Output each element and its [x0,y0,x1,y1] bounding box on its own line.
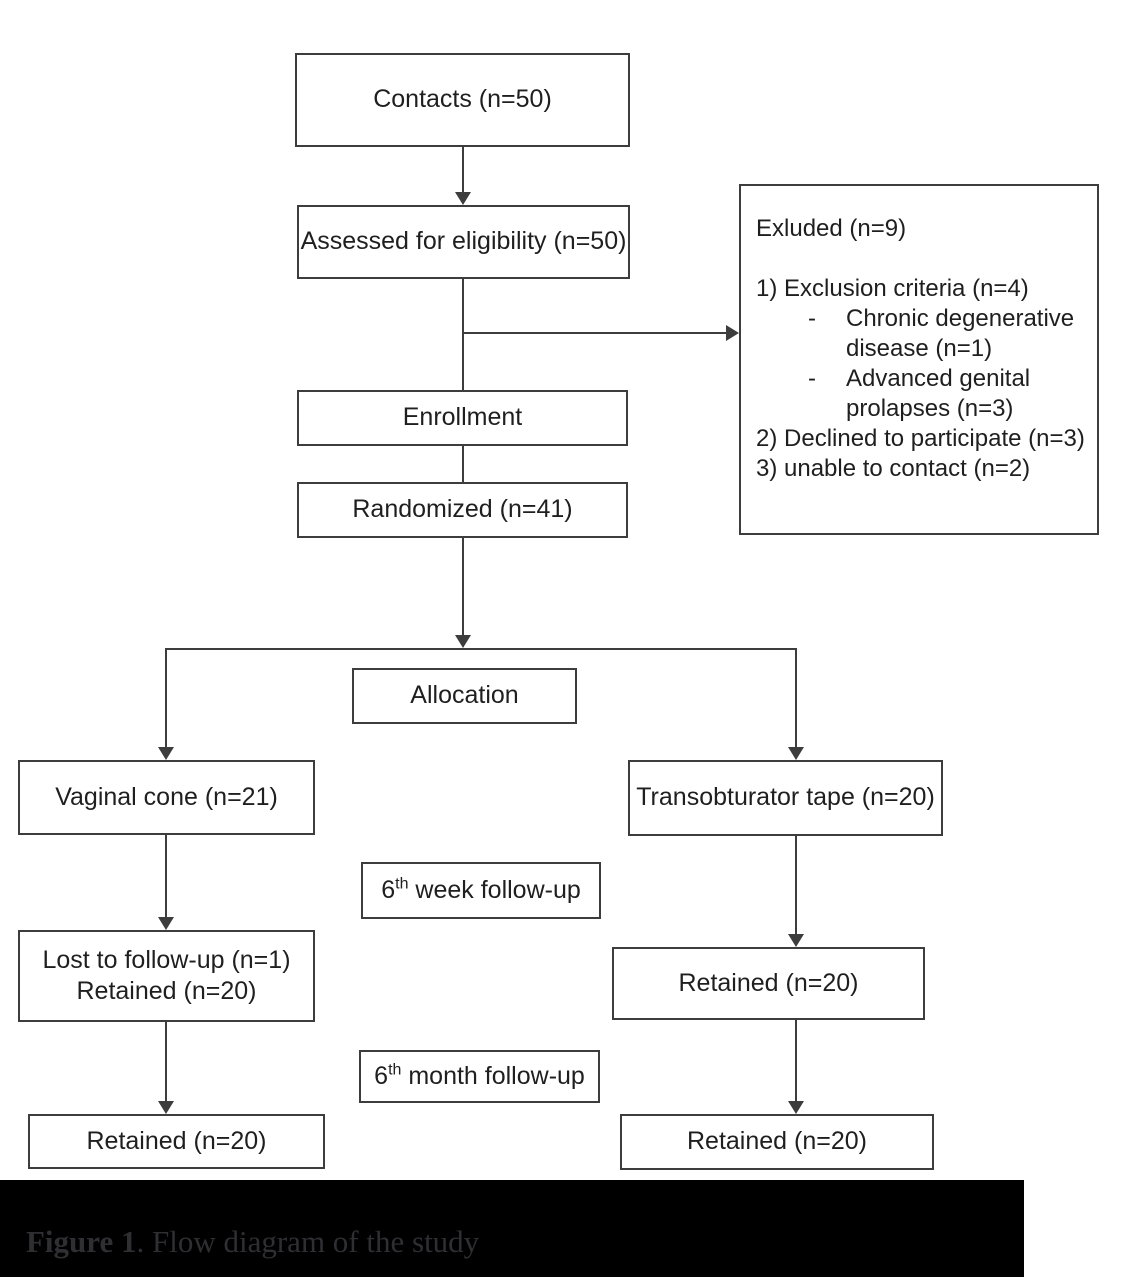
excluded-subitem-1-dash: - [808,305,816,332]
connector-split-transobturator [795,650,797,747]
node-retained-tot-6w-label: Retained (n=20) [678,968,859,997]
node-retained-vc-6m: Retained (n=20) [28,1114,325,1169]
node-month6-followup: 6th month follow-up [359,1050,600,1103]
connector-transobturator-retained [795,836,797,934]
arrow-down-icon [455,635,471,648]
connector-lost-retained6m [165,1022,167,1101]
node-retained-tot-6m: Retained (n=20) [620,1114,934,1170]
node-transobturator-label: Transobturator tape (n=20) [636,783,935,812]
node-month6-followup-label: 6th month follow-up [374,1061,585,1090]
node-randomized-label: Randomized (n=41) [352,495,573,524]
connector-retained6w-retained6m [795,1020,797,1101]
node-vaginal-cone: Vaginal cone (n=21) [18,760,315,835]
node-randomized: Randomized (n=41) [297,482,628,538]
excluded-spacer [756,244,1087,274]
node-vaginal-cone-label: Vaginal cone (n=21) [55,782,278,811]
node-lost-followup-line1: Lost to follow-up (n=1) [42,945,291,974]
node-lost-followup-line2: Retained (n=20) [76,977,257,1005]
node-assessed-label: Assessed for eligibility (n=50) [300,227,627,256]
node-contacts-label: Contacts (n=50) [373,85,552,114]
node-retained-tot-6m-label: Retained (n=20) [687,1127,867,1156]
node-enrollment: Enrollment [297,390,628,446]
node-retained-tot-6w: Retained (n=20) [612,947,925,1020]
arrow-down-icon [455,192,471,205]
excluded-item-1: 1) Exclusion criteria (n=4) [756,275,1029,302]
node-week6-followup-label: 6th week follow-up [381,875,581,904]
figure-caption-text: . Flow diagram of the study [136,1224,480,1259]
connector-enrollment-randomized [462,446,464,482]
excluded-subitem-2-dash: - [808,365,816,392]
connector-vaginal-lost [165,835,167,917]
excluded-title: Exluded (n=9) [756,215,907,242]
node-excluded: Exluded (n=9) 1) Exclusion criteria (n=4… [739,184,1099,535]
excluded-subitem-2: - Advanced genital prolapses (n=3) [808,364,1087,424]
figure-caption-number: Figure 1 [26,1224,137,1259]
node-week6-followup: 6th week follow-up [361,862,601,919]
node-lost-followup: Lost to follow-up (n=1) Retained (n=20) [18,930,315,1022]
arrow-down-icon [158,1101,174,1114]
excluded-item-3: 3) unable to contact (n=2) [756,455,1031,482]
node-enrollment-label: Enrollment [402,403,523,432]
node-contacts: Contacts (n=50) [295,53,630,147]
excluded-subitem-1-text: Chronic degenerative disease (n=1) [846,305,1075,362]
arrow-right-icon [726,325,739,341]
connector-to-excluded [463,332,726,334]
excluded-subitem-2-text: Advanced genital prolapses (n=3) [846,365,1031,422]
node-assessed: Assessed for eligibility (n=50) [297,205,630,279]
figure-caption-bar: Figure 1. Flow diagram of the study [0,1180,1024,1277]
excluded-subitem-1: - Chronic degenerative disease (n=1) [808,304,1087,364]
connector-contacts-assessed [462,147,464,194]
arrow-down-icon [788,934,804,947]
node-transobturator: Transobturator tape (n=20) [628,760,943,836]
arrow-down-icon [158,747,174,760]
connector-assessed-enrollment [462,279,464,390]
node-retained-vc-6m-label: Retained (n=20) [86,1126,267,1155]
arrow-down-icon [788,747,804,760]
connector-split-vaginal [165,650,167,747]
excluded-item-2: 2) Declined to participate (n=3) [756,425,1085,452]
node-allocation-label: Allocation [410,681,519,710]
arrow-down-icon [158,917,174,930]
connector-split-horizontal [165,648,797,650]
node-allocation: Allocation [352,668,577,724]
arrow-down-icon [788,1101,804,1114]
connector-randomized-split [462,538,464,636]
